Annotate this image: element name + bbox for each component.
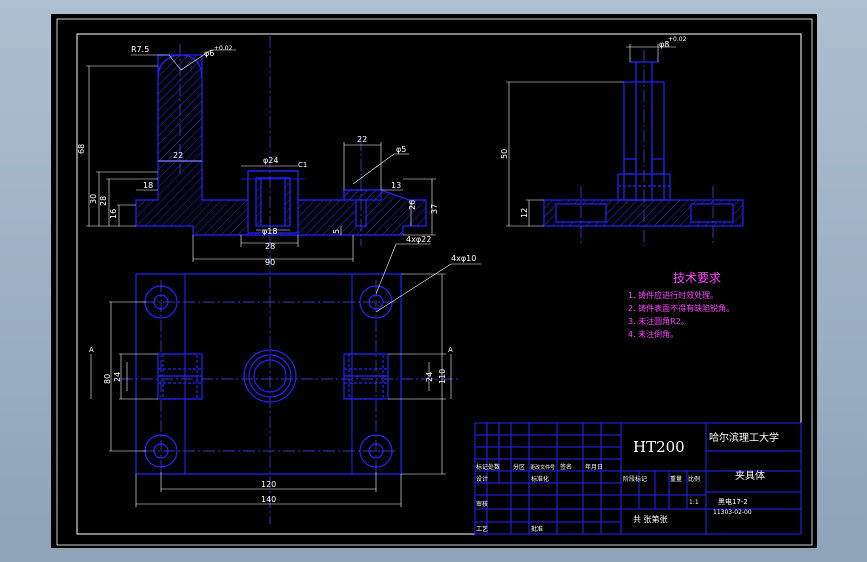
dim-phi-side: φ8 bbox=[659, 40, 669, 49]
dim-24-right: 24 bbox=[425, 372, 434, 382]
tb-weight: 重量 bbox=[670, 475, 682, 483]
tb-sheets: 共 张第张 bbox=[633, 514, 668, 524]
tb-header-2: 处数 bbox=[488, 463, 500, 471]
dim-28-bottom: 28 bbox=[265, 242, 275, 251]
dim-24-left: 24 bbox=[113, 372, 122, 382]
dim-phi5: φ5 bbox=[396, 145, 406, 154]
top-view bbox=[135, 273, 402, 475]
dim-4xphi22: 4xφ22 bbox=[406, 235, 431, 244]
front-dimensions bbox=[86, 49, 436, 262]
side-centerlines bbox=[580, 50, 714, 246]
tb-drawing-no: 黑电17-2 bbox=[718, 497, 748, 506]
dim-16: 16 bbox=[109, 209, 118, 219]
tb-approve: 批准 bbox=[531, 525, 543, 533]
tb-code: 11303-02-00 bbox=[713, 509, 752, 516]
dim-22-right: 22 bbox=[357, 135, 367, 144]
tech-item-4: 4. 未注倒角。 bbox=[628, 329, 678, 339]
tb-check: 审核 bbox=[476, 500, 488, 508]
dim-50: 50 bbox=[500, 149, 509, 159]
front-view bbox=[135, 54, 427, 236]
dim-68: 68 bbox=[77, 144, 86, 154]
tech-item-2: 2. 铸件表面不得有缺陷锐角。 bbox=[628, 303, 734, 313]
tb-school: 哈尔滨理工大学 bbox=[709, 431, 779, 444]
tb-craft: 工艺 bbox=[476, 525, 488, 533]
tb-header-6: 年月日 bbox=[585, 463, 603, 471]
tb-scale: 1:1 bbox=[689, 499, 699, 506]
dim-18: 18 bbox=[143, 181, 153, 190]
dim-phi24: φ24 bbox=[263, 156, 278, 165]
top-dimensions bbox=[90, 243, 481, 507]
tb-header-1: 标记 bbox=[476, 463, 488, 471]
title-block bbox=[474, 422, 802, 535]
dim-r75: R7.5 bbox=[131, 45, 149, 54]
tb-design: 设计 bbox=[476, 475, 488, 483]
outer-frame bbox=[56, 18, 813, 546]
side-view bbox=[543, 61, 744, 227]
section-mark-a-left: A bbox=[89, 346, 94, 354]
tb-part-name: 夹具体 bbox=[735, 469, 765, 482]
dim-tol-side: +0.02 bbox=[668, 36, 687, 43]
side-dimensions bbox=[506, 44, 676, 227]
inner-frame bbox=[76, 33, 802, 535]
dim-28-left: 28 bbox=[99, 196, 108, 206]
tb-material: HT200 bbox=[633, 438, 685, 456]
dim-90: 90 bbox=[265, 258, 275, 267]
tech-item-1: 1. 铸件应进行时效处理。 bbox=[628, 290, 718, 300]
tb-header-5: 签名 bbox=[560, 463, 572, 471]
dim-12: 12 bbox=[520, 208, 529, 218]
cad-drawing: R7.5 φ6 +0.02 22 68 30 28 16 18 φ24 C1 2… bbox=[56, 18, 813, 546]
dim-phi-top: φ6 bbox=[204, 49, 214, 58]
tb-header-3: 分区 bbox=[513, 463, 525, 471]
top-centerlines bbox=[143, 280, 396, 472]
dim-110: 110 bbox=[438, 369, 447, 384]
dim-80: 80 bbox=[103, 374, 112, 384]
dim-140: 140 bbox=[261, 495, 276, 504]
dim-22-top: 22 bbox=[173, 151, 183, 160]
dim-13: 13 bbox=[391, 181, 401, 190]
dim-4xphi10: 4xφ10 bbox=[451, 254, 476, 263]
dim-26: 26 bbox=[408, 200, 417, 210]
tb-std: 标准化 bbox=[531, 475, 549, 483]
section-mark-a-right: A bbox=[448, 346, 453, 354]
tb-ratio: 比例 bbox=[688, 475, 700, 483]
dim-tol-top: +0.02 bbox=[214, 45, 233, 52]
dim-120: 120 bbox=[261, 480, 276, 489]
dim-37: 37 bbox=[430, 204, 439, 214]
dim-5: 5 bbox=[332, 229, 341, 234]
drawing-sheet: R7.5 φ6 +0.02 22 68 30 28 16 18 φ24 C1 2… bbox=[51, 14, 817, 548]
dim-phi18: φ18 bbox=[262, 227, 277, 236]
dim-30: 30 bbox=[89, 194, 98, 204]
tb-header-4: 更改文件号 bbox=[530, 464, 555, 471]
tech-item-3: 3. 未注圆角R2。 bbox=[628, 316, 689, 326]
tech-title: 技术要求 bbox=[673, 271, 721, 285]
dim-c1: C1 bbox=[298, 161, 307, 169]
tb-stage: 阶段标记 bbox=[623, 475, 647, 483]
